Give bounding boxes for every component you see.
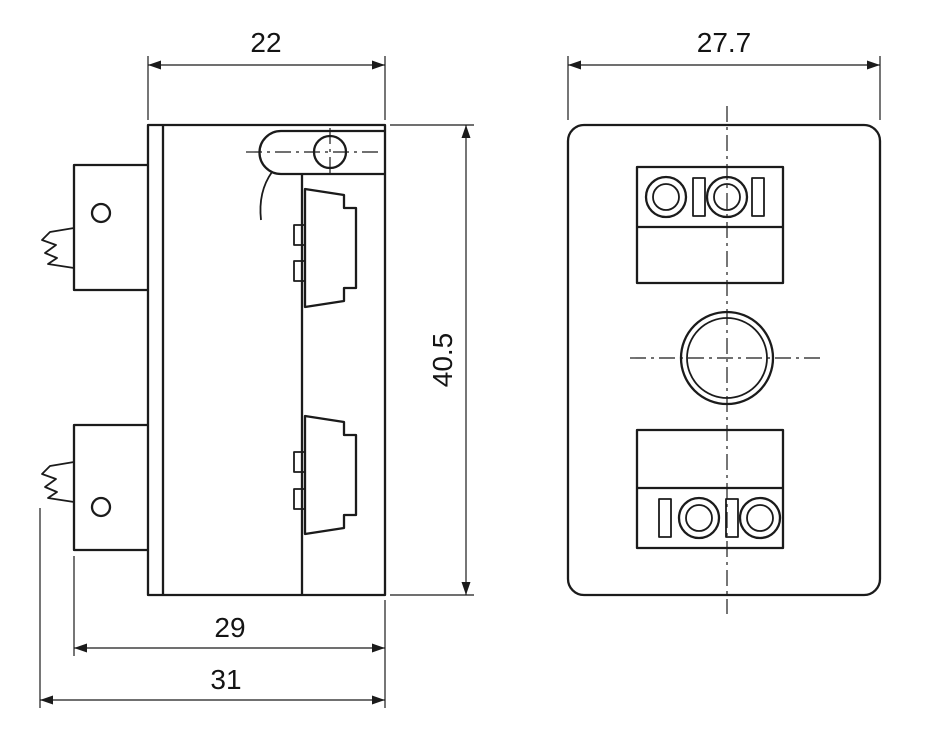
terminal-lug-top bbox=[303, 187, 358, 309]
terminal-bottom-right-inner bbox=[746, 504, 774, 532]
dimension-29-arrow-left bbox=[74, 643, 87, 653]
terminal-top-right-inner bbox=[713, 183, 741, 211]
dimension-front-width: 27.7 bbox=[567, 27, 881, 120]
terminal-bottom-left-outer bbox=[677, 496, 721, 540]
terminal-bottom-slot-2 bbox=[725, 498, 739, 538]
terminal-lug-bottom-notch-2 bbox=[293, 488, 306, 510]
terminal-bracket-bottom bbox=[72, 423, 148, 552]
dimension-27-7-extension-lines bbox=[567, 56, 881, 120]
terminal-bottom-left-inner bbox=[685, 504, 713, 532]
dimension-40-5-arrow-top bbox=[461, 125, 471, 138]
dimension-label-31: 31 bbox=[210, 664, 241, 695]
dimension-label-40-5: 40.5 bbox=[427, 333, 458, 388]
terminal-top-slot-1 bbox=[692, 177, 706, 217]
front-view bbox=[566, 106, 882, 614]
terminal-top-right-outer bbox=[705, 175, 749, 219]
dimension-label-29: 29 bbox=[214, 612, 245, 643]
side-view bbox=[41, 123, 387, 597]
terminal-top-slot-2 bbox=[751, 177, 765, 217]
terminal-bottom-right-outer bbox=[738, 496, 782, 540]
terminal-bracket-top-hole bbox=[90, 202, 112, 224]
dimension-side-top-width: 22 bbox=[147, 27, 386, 120]
dimension-label-22: 22 bbox=[250, 27, 281, 58]
terminal-top-left-outer bbox=[644, 175, 688, 219]
terminal-lug-bottom bbox=[303, 414, 358, 536]
spring-clip-top bbox=[41, 227, 75, 269]
terminal-top-left-inner bbox=[652, 183, 680, 211]
terminal-bracket-bottom-hole bbox=[90, 496, 112, 518]
dimension-22-extension-lines bbox=[147, 56, 386, 120]
terminal-bottom-slot-1 bbox=[658, 498, 672, 538]
terminal-lug-bottom-notch-1 bbox=[293, 451, 306, 473]
dimension-label-27-7: 27.7 bbox=[697, 27, 752, 58]
dimension-27-7-arrow-right bbox=[867, 60, 880, 70]
housing-outline bbox=[146, 123, 387, 597]
terminal-bracket-top bbox=[72, 163, 148, 292]
spring-clip-bottom bbox=[41, 461, 75, 503]
mounting-ear-fillet-curve bbox=[259, 171, 273, 221]
dimension-40-5-arrow-bottom bbox=[461, 582, 471, 595]
front-panel bbox=[566, 123, 882, 597]
dimension-side-height: 40.5 bbox=[390, 124, 474, 596]
dimension-22-arrow-left bbox=[148, 60, 161, 70]
dimension-29-arrow-right bbox=[372, 643, 385, 653]
dimension-27-7-arrow-left bbox=[568, 60, 581, 70]
dimension-29-extension-lines bbox=[73, 556, 386, 708]
dimension-40-5-extension-lines bbox=[390, 124, 474, 596]
dimension-side-body-width: 29 bbox=[73, 556, 386, 708]
dimension-side-total-width: 31 bbox=[39, 508, 385, 708]
dimension-31-arrow-left bbox=[40, 695, 53, 705]
dimension-22-arrow-right bbox=[372, 60, 385, 70]
dimension-31-arrow-right bbox=[372, 695, 385, 705]
terminal-block-top bbox=[635, 165, 785, 285]
terminal-lug-top-notch-1 bbox=[293, 224, 306, 246]
terminal-lug-top-notch-2 bbox=[293, 260, 306, 282]
